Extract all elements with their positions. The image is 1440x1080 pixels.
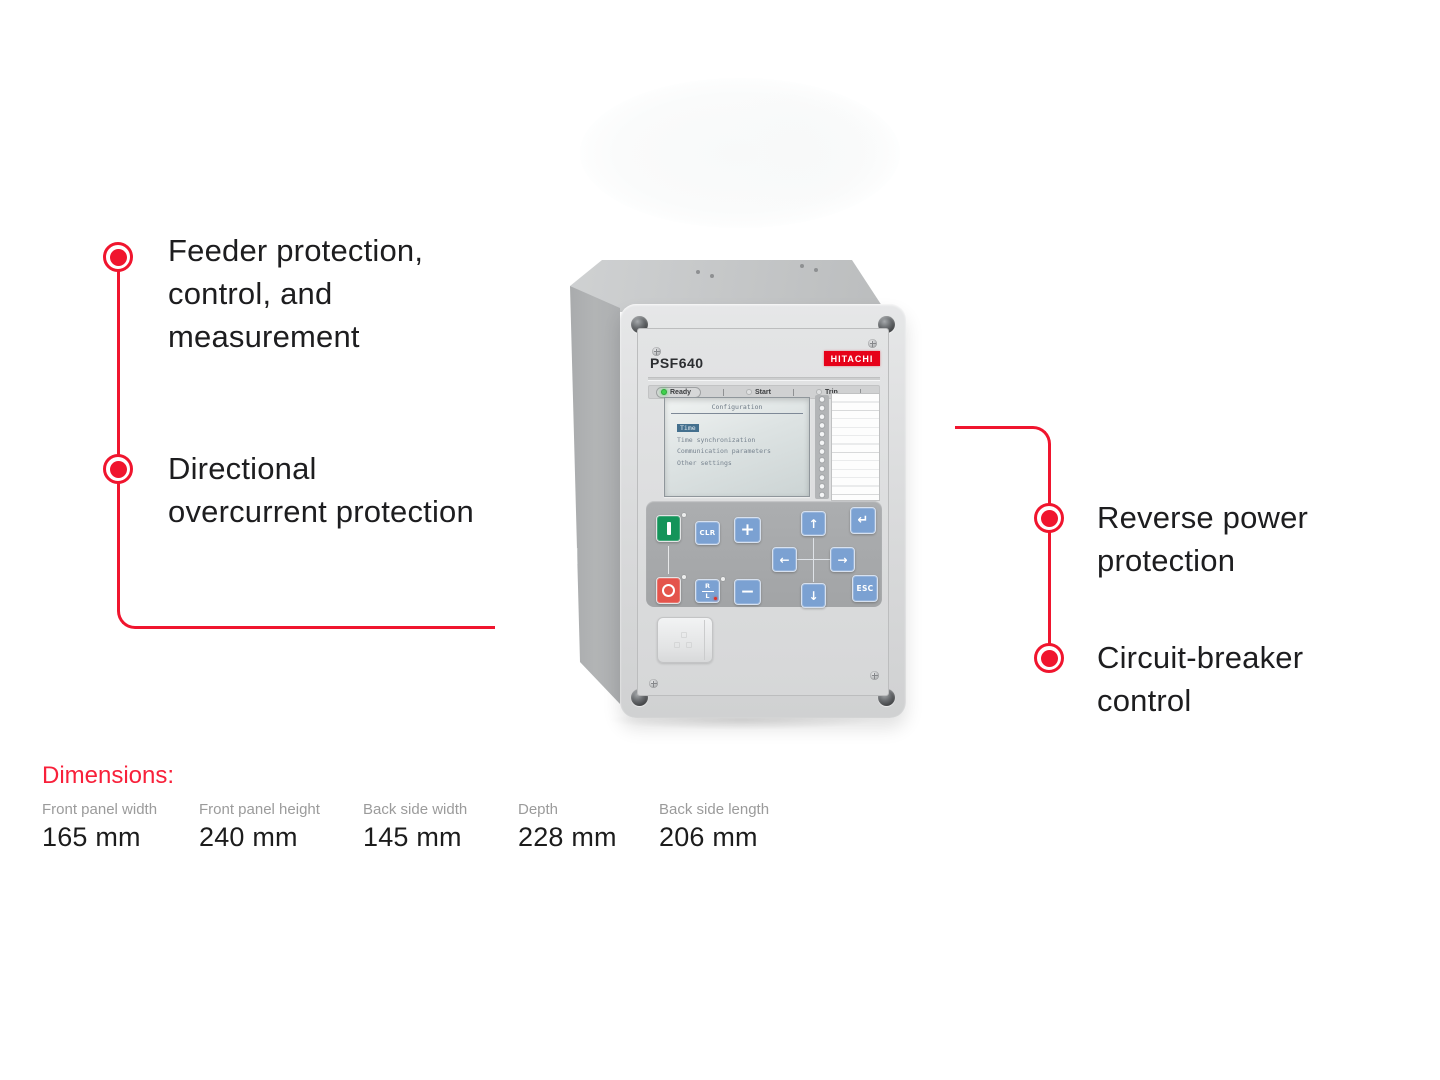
- dimension-label: Front panel height: [199, 801, 320, 818]
- feature-line: measurement: [168, 319, 360, 354]
- rl-key-led-icon: [721, 577, 725, 581]
- dimension-label: Back side width: [363, 801, 468, 818]
- dimensions-heading: Dimensions:: [42, 762, 175, 789]
- port-icon: [674, 632, 694, 650]
- menu-item: Time synchronization: [677, 435, 756, 444]
- dimension-front-panel-width: Front panel width 165 mm: [42, 801, 199, 853]
- arrow-up-key[interactable]: ↑: [801, 511, 826, 536]
- right-callout-line: [955, 426, 1051, 658]
- panel-groove: [648, 377, 880, 381]
- device-psf640: PSF640 HITACHI Ready Start: [556, 248, 908, 730]
- dimension-depth: Depth 228 mm: [518, 801, 659, 853]
- dimension-value: 145 mm: [363, 822, 462, 852]
- feature-line: Feeder protection,: [168, 233, 424, 268]
- ready-led-icon: [661, 389, 667, 395]
- menu-item: Communication parameters: [677, 447, 771, 455]
- off-glyph-icon: [662, 584, 675, 597]
- indicator-label-card: [831, 393, 880, 501]
- enter-key[interactable]: ↵: [850, 507, 876, 534]
- dimension-value: 206 mm: [659, 822, 758, 852]
- status-ready: Ready: [656, 386, 702, 398]
- dimension-front-panel-height: Front panel height 240 mm: [199, 801, 363, 853]
- feature-directional-overcurrent: Directional overcurrent protection: [168, 447, 474, 533]
- dimension-label: Front panel width: [42, 801, 158, 818]
- background-blob-2: [700, 90, 890, 210]
- feature-reverse-power: Reverse power protection: [1097, 496, 1308, 582]
- status-label: Start: [755, 388, 771, 396]
- power-off-key[interactable]: [656, 577, 681, 604]
- dimension-label: Back side length: [659, 801, 770, 818]
- arrow-left-key[interactable]: ←: [772, 547, 797, 572]
- bullet-feeder-protection: [103, 242, 133, 272]
- feature-line: control: [1097, 683, 1192, 718]
- indicator-led-column: [815, 395, 829, 499]
- bullet-reverse-power: [1034, 503, 1064, 533]
- feature-line: Circuit-breaker: [1097, 640, 1304, 675]
- status-start: Start: [746, 389, 771, 396]
- device-model-label: PSF640: [650, 355, 704, 371]
- device-enclosure-side: [570, 286, 620, 704]
- menu-item: Other settings: [677, 458, 732, 467]
- comm-port-flap[interactable]: [657, 617, 713, 663]
- local-label: L: [705, 591, 710, 600]
- feature-line: Directional: [168, 451, 317, 486]
- flap-fold-line: [704, 620, 705, 660]
- plate-screw-icon: [870, 671, 879, 680]
- plate-screw-icon: [652, 347, 661, 356]
- io-link-line: [667, 546, 669, 574]
- device-enclosure-top: [570, 260, 886, 312]
- remote-local-key[interactable]: R L: [695, 579, 720, 603]
- off-key-led-icon: [682, 575, 686, 579]
- plate-screw-icon: [868, 339, 877, 348]
- feature-line: protection: [1097, 543, 1236, 578]
- hitachi-logo: HITACHI: [824, 351, 880, 366]
- feature-line: Reverse power: [1097, 500, 1309, 535]
- dimension-label: Depth: [518, 801, 559, 818]
- local-led-icon: [713, 596, 717, 600]
- screen-title: Configuration: [671, 403, 803, 414]
- feature-line: control, and: [168, 276, 333, 311]
- nav-cross-line: [792, 558, 836, 560]
- dimension-value: 165 mm: [42, 822, 141, 852]
- dimension-back-side-length: Back side length 206 mm: [659, 801, 769, 853]
- dimensions-table: Front panel width 165 mm Front panel hei…: [42, 801, 769, 853]
- power-on-key[interactable]: [656, 515, 681, 542]
- status-separator: [792, 388, 794, 396]
- side-sticker: [570, 548, 578, 564]
- dimension-value: 228 mm: [518, 822, 617, 852]
- feature-line: overcurrent protection: [168, 494, 474, 529]
- trip-led-icon: [815, 389, 822, 395]
- feature-feeder-protection: Feeder protection, control, and measurem…: [168, 229, 423, 358]
- screen-menu: Time Time synchronization Communication …: [677, 424, 803, 470]
- status-label: Ready: [670, 388, 692, 396]
- dimension-value: 240 mm: [199, 822, 298, 852]
- bullet-directional-overcurrent: [103, 454, 133, 484]
- menu-item-selected: Time: [677, 424, 699, 432]
- on-glyph-icon: [666, 522, 671, 535]
- minus-key[interactable]: −: [734, 579, 761, 605]
- status-trip: Trip: [815, 388, 838, 396]
- dimension-back-side-width: Back side width 145 mm: [363, 801, 518, 853]
- start-led-icon: [746, 389, 753, 395]
- clear-key[interactable]: CLR: [695, 521, 720, 545]
- plate-screw-icon: [649, 679, 658, 688]
- status-separator: [859, 388, 861, 396]
- arrow-right-key[interactable]: →: [830, 547, 855, 572]
- status-label: Trip: [824, 388, 838, 396]
- escape-key[interactable]: ESC: [852, 575, 878, 602]
- plus-key[interactable]: +: [734, 517, 761, 543]
- device-keypad: CLR R L + − ↑ ↓ ← → ↵ ESC: [646, 501, 882, 608]
- left-callout-line: [117, 257, 495, 629]
- feature-circuit-breaker: Circuit-breaker control: [1097, 636, 1303, 722]
- on-key-led-icon: [682, 513, 686, 517]
- device-screen: Configuration Time Time synchronization …: [664, 397, 810, 497]
- rl-divider: [701, 590, 714, 592]
- remote-label: R: [704, 581, 710, 590]
- nav-cross-line: [812, 538, 814, 582]
- bullet-circuit-breaker: [1034, 643, 1064, 673]
- device-front-plate: PSF640 HITACHI Ready Start: [637, 328, 889, 696]
- status-separator: [723, 388, 725, 396]
- arrow-down-key[interactable]: ↓: [801, 583, 826, 608]
- device-front-bezel: PSF640 HITACHI Ready Start: [620, 304, 906, 718]
